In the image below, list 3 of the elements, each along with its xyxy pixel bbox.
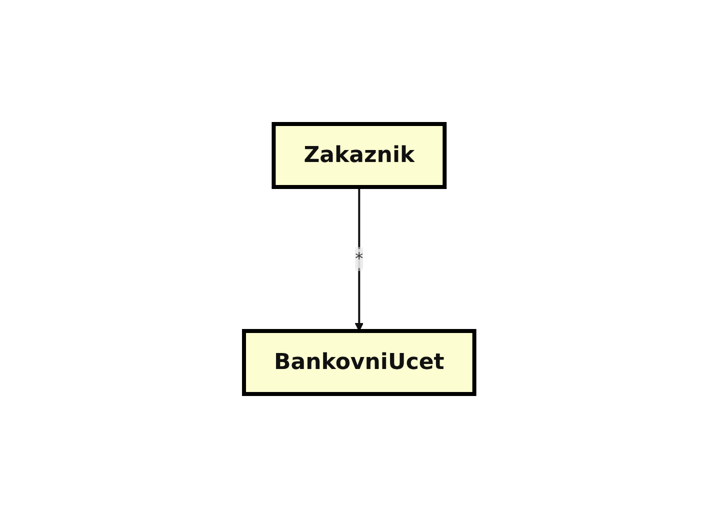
node-box: Zakaznik bbox=[272, 122, 446, 188]
node-box: BankovniUcet bbox=[242, 328, 476, 396]
edge-label: * bbox=[354, 248, 363, 268]
